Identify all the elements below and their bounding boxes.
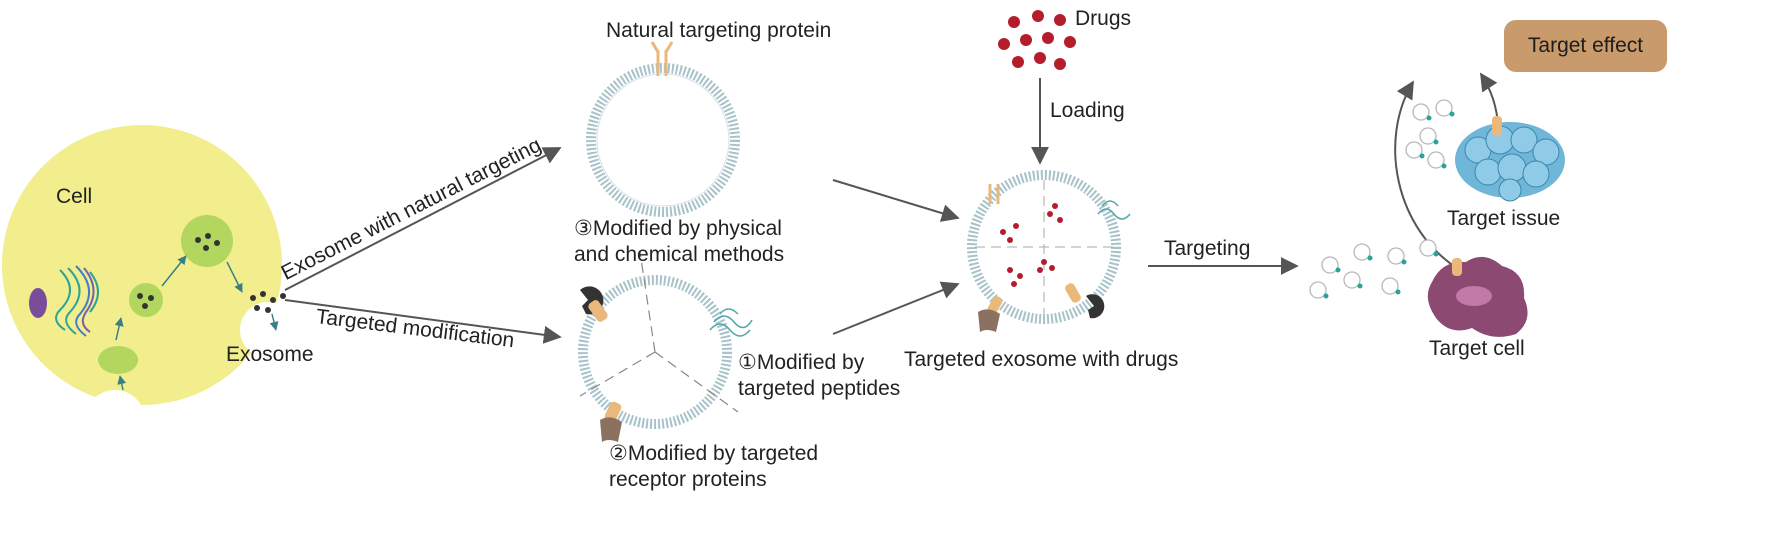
drugs-cluster bbox=[998, 10, 1076, 70]
target-effect-box: Target effect bbox=[1504, 20, 1667, 72]
target-effect-label: Target effect bbox=[1527, 34, 1644, 57]
early-vesicle-icon bbox=[98, 346, 138, 374]
arrow-natural-path bbox=[284, 147, 562, 291]
natural-exosome bbox=[586, 41, 740, 217]
floating-exosomes bbox=[1309, 99, 1453, 299]
arrow-natural-to-loaded bbox=[832, 179, 960, 222]
targeted-peptide-icon bbox=[709, 308, 753, 337]
golgi-icon bbox=[55, 265, 99, 337]
modified-peptides-label: ①Modified by targeted peptides bbox=[738, 351, 901, 400]
arrow-targeted-path bbox=[284, 299, 562, 344]
loading-label: Loading bbox=[1050, 99, 1125, 122]
target-tissue-icon bbox=[1455, 116, 1565, 202]
multivesicular-body-icon bbox=[181, 215, 233, 267]
released-exosomes-icon bbox=[250, 291, 286, 313]
natural-targeting-protein-icon bbox=[650, 41, 674, 76]
source-cell bbox=[2, 125, 296, 450]
exosome-label: Exosome bbox=[226, 343, 314, 366]
arrow-modified-to-loaded bbox=[832, 281, 960, 335]
cell-label: Cell bbox=[56, 185, 93, 208]
targeting-label: Targeting bbox=[1164, 237, 1251, 260]
modified-exosome bbox=[578, 251, 753, 442]
receptor-brown-icon bbox=[600, 401, 622, 442]
modified-physical-label: ③Modified by physical and chemical metho… bbox=[574, 217, 785, 266]
target-cell-label: Target cell bbox=[1429, 337, 1525, 360]
nucleus-icon bbox=[29, 288, 47, 318]
drugs-label: Drugs bbox=[1075, 7, 1132, 30]
endosome-icon bbox=[129, 283, 163, 317]
targeted-exosome-label: Targeted exosome with drugs bbox=[904, 348, 1179, 371]
receptor-protein-icon bbox=[580, 286, 608, 322]
loaded-exosome bbox=[967, 170, 1131, 332]
natural-protein-label: Natural targeting protein bbox=[606, 19, 832, 42]
target-cell-icon bbox=[1427, 256, 1528, 337]
modified-receptor-label: ②Modified by targeted receptor proteins bbox=[609, 442, 819, 491]
target-issue-label: Target issue bbox=[1447, 207, 1561, 230]
